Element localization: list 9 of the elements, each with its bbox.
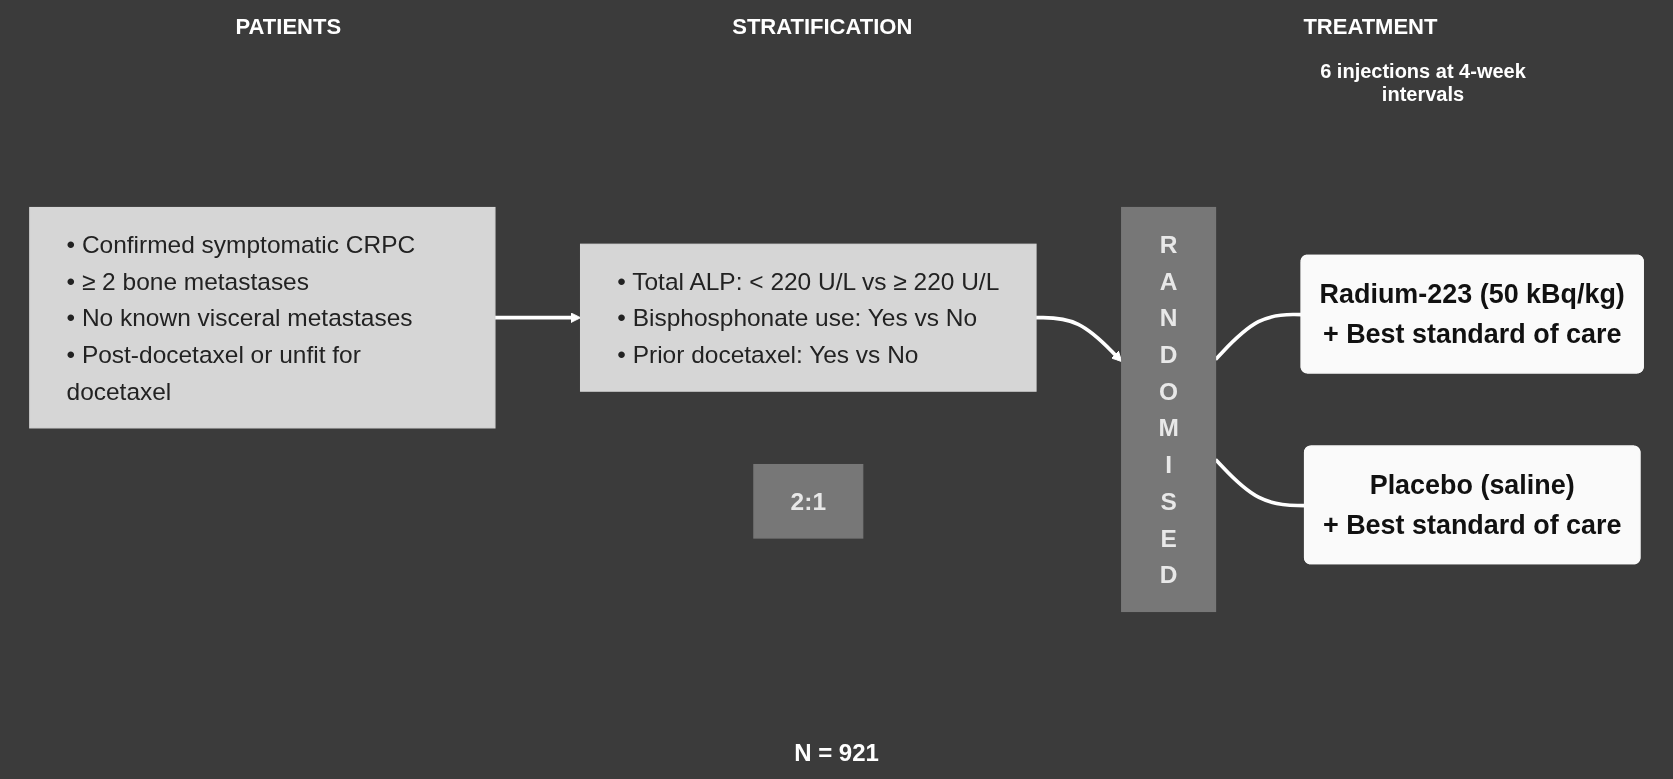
node-box: 2:1 — [753, 463, 864, 539]
column-heading: TREATMENT — [1303, 14, 1438, 40]
note-text: 6 injections at 4-week intervals — [1319, 60, 1527, 106]
column-heading: PATIENTS — [235, 14, 342, 40]
column-heading: STRATIFICATION — [732, 14, 913, 40]
node-box: RANDOMISED — [1121, 206, 1217, 613]
node-box: • Confirmed symptomatic CRPC • ≥ 2 bone metastases • No known visceral metastases • Post-docetaxel or unfit for docetaxel — [29, 206, 496, 429]
node-box: • Total ALP: < 220 U/L vs ≥ 220 U/L • Bisphosphonate use: Yes vs No • Prior docetaxel: Yes vs No — [580, 243, 1037, 392]
sample-size-text: N = 921 — [794, 739, 879, 766]
